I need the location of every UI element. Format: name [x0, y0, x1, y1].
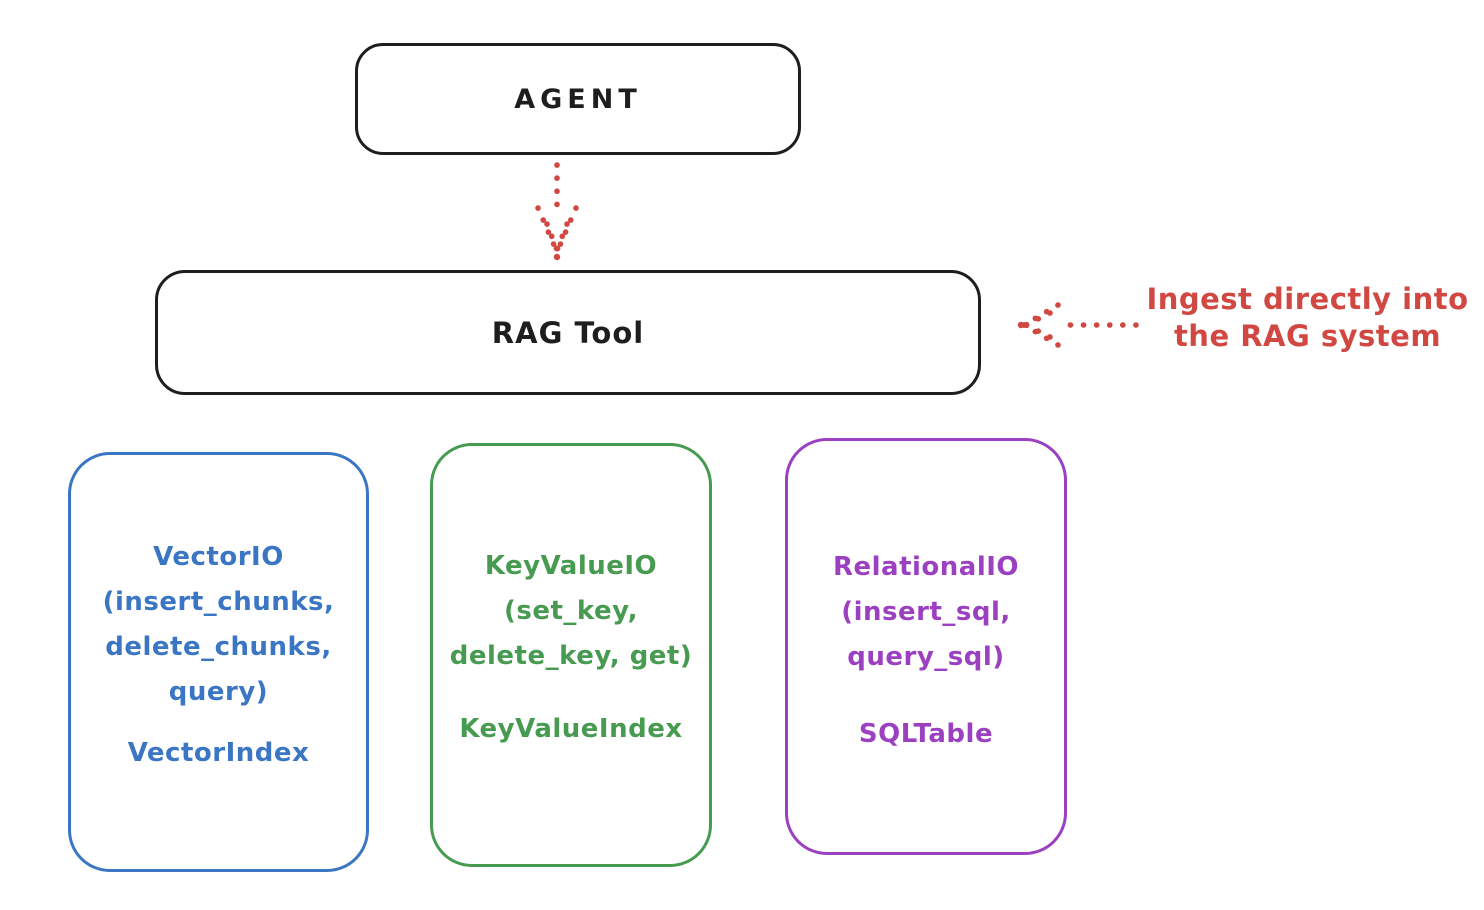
key-value-index-label: KeyValueIndex — [459, 714, 683, 744]
sql-table-label: SQLTable — [858, 719, 994, 749]
arrow-down-icon — [535, 162, 579, 261]
rag-tool-node: RAG Tool — [155, 270, 981, 395]
agent-node: AGENT — [355, 43, 801, 155]
relational-io-label: RelationalIO (insert_sql, query_sql) — [832, 552, 1020, 672]
key-value-io-label: KeyValueIO (set_key, delete_key, get) — [449, 551, 693, 671]
relational-io-node: RelationalIO (insert_sql, query_sql) SQL… — [785, 438, 1067, 855]
agent-label: AGENT — [514, 83, 642, 115]
key-value-io-node: KeyValueIO (set_key, delete_key, get) Ke… — [430, 443, 712, 867]
vector-io-label: VectorIO (insert_chunks, delete_chunks, … — [102, 542, 335, 707]
arrow-left-icon — [1017, 302, 1139, 348]
vector-index-label: VectorIndex — [127, 738, 310, 768]
annotation-ingest-note: Ingest directly into the RAG system — [1146, 282, 1469, 353]
rag-tool-label: RAG Tool — [491, 315, 645, 350]
vector-io-node: VectorIO (insert_chunks, delete_chunks, … — [68, 452, 369, 872]
